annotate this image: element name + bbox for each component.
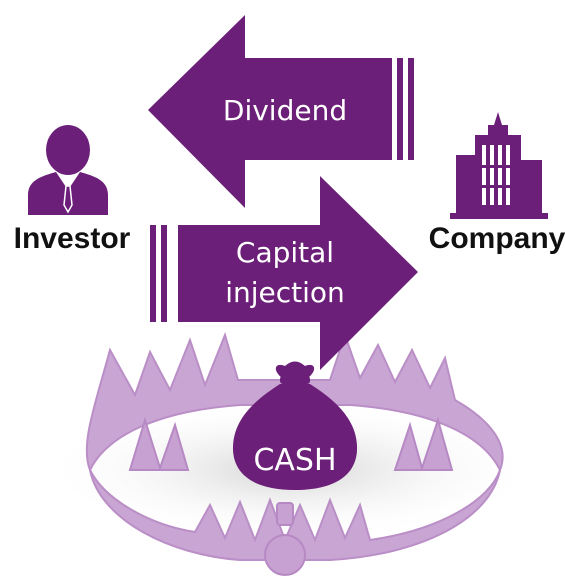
trap-inner-teeth-right: [393, 416, 454, 472]
trap-trigger-plate: [264, 534, 306, 576]
capital-label-line1: Capital: [236, 236, 334, 269]
capital-arrow-body: [178, 176, 418, 370]
capital-arrow-stripe: [150, 225, 156, 322]
businessman-icon: [28, 125, 108, 215]
investor-label: Investor: [14, 222, 131, 255]
capital-arrow-stripe: [161, 225, 167, 322]
office-building-icon: [450, 112, 548, 219]
dividend-label: Dividend: [223, 94, 347, 127]
trap-inner-teeth-left: [128, 416, 190, 472]
capital-label-line2: injection: [225, 276, 345, 309]
capital-injection-arrow: Capital injection: [150, 176, 418, 370]
dividend-arrow: Dividend: [148, 15, 414, 208]
money-bag-icon: CASH: [232, 361, 358, 490]
dividend-arrow-body: [148, 15, 392, 208]
dividend-arrow-stripe: [397, 58, 403, 160]
trap-trigger-post: [276, 502, 294, 526]
dividend-arrow-stripe: [408, 58, 414, 160]
company-label: Company: [429, 222, 565, 255]
cash-label: CASH: [253, 443, 336, 478]
trap-lower-jaw: [89, 469, 501, 561]
